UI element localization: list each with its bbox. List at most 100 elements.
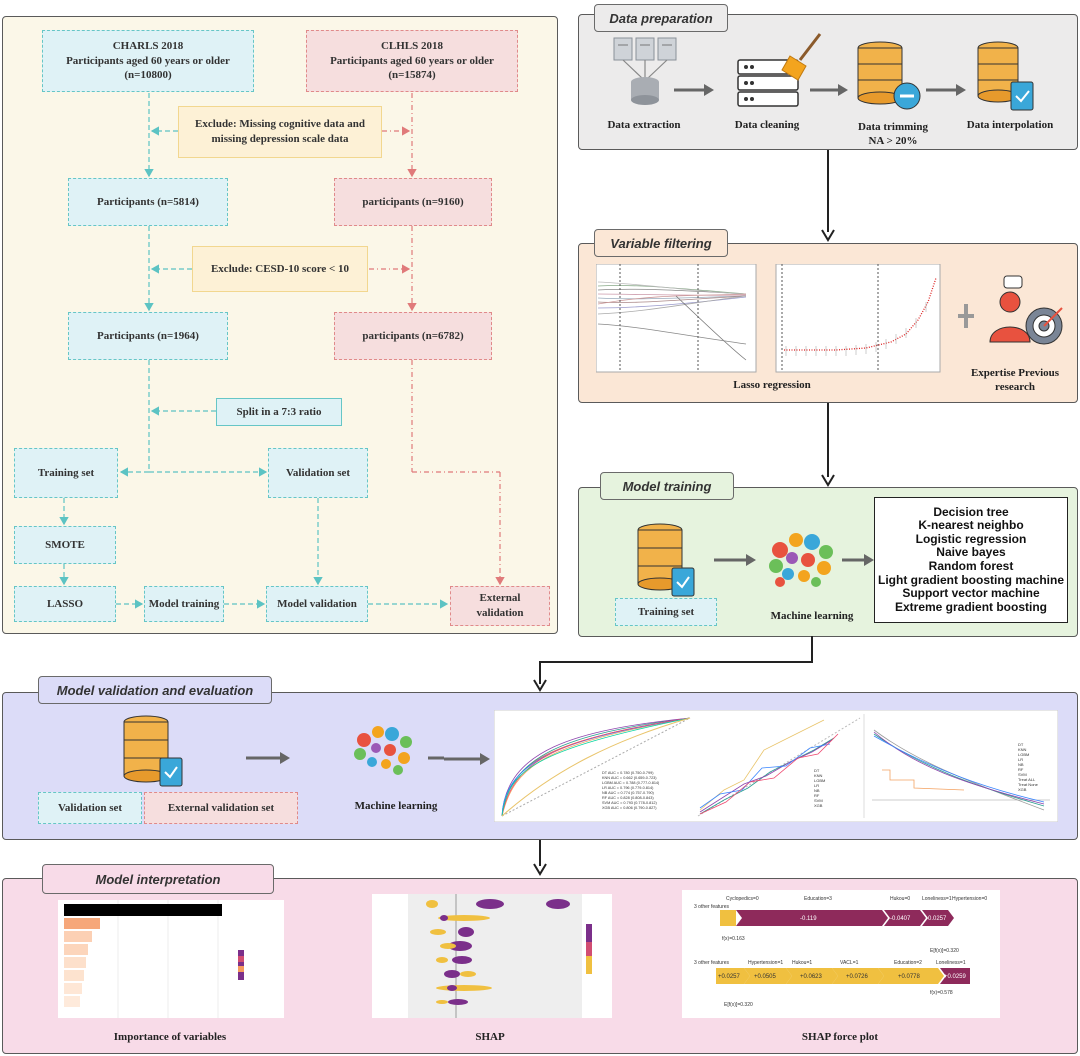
force-top-label-3: Hukou=0: [890, 896, 910, 902]
data-trimming-label: Data trimming: [858, 121, 928, 133]
data-interpolation-icon: [977, 41, 1034, 111]
roc-legend: DT AUC = 0.780 (0.750-0.799) KNN AUC = 0…: [602, 771, 660, 810]
validation-set-ml-box: Validation set: [38, 792, 142, 824]
flowchart-connectors: [59, 93, 505, 609]
machine-learning-brain-icon: [769, 533, 833, 587]
data-extraction-icon: [613, 37, 677, 105]
data-extraction-label: Data extraction: [607, 119, 681, 131]
method-2: K-nearest neighbo: [918, 518, 1024, 533]
roc-legend-5: RF AUC = 0.828 (0.808-0.843): [602, 796, 654, 800]
dca-legend-3: LR: [1018, 757, 1023, 762]
model-interpretation-tag: Model interpretation: [42, 864, 274, 894]
method-7: Support vector machine: [902, 586, 1040, 601]
expertise-label-line1: Expertise Previous: [970, 367, 1060, 379]
smote-box: SMOTE: [14, 526, 116, 564]
dca-legend-4: NB: [1018, 762, 1024, 767]
force-bottom-value-3: +0.0726: [846, 974, 869, 980]
methods-box: Decision tree K-nearest neighbo Logistic…: [874, 497, 1068, 623]
force-top-label-5: Hypertension=0: [952, 896, 987, 902]
data-interpolation-label: Data interpolation: [966, 119, 1054, 131]
importance-label: Importance of variables: [113, 1031, 227, 1043]
shap-force-label: SHAP force plot: [801, 1031, 879, 1043]
force-top-value-2: -0.0257: [926, 916, 947, 922]
validation-icons: [123, 715, 444, 787]
clhls-participants-2: participants (n=9160): [334, 178, 492, 226]
external-validation-line2: validation: [476, 607, 524, 619]
charls-box: CHARLS 2018 Participants aged 60 years o…: [42, 30, 254, 92]
dca-legend-1: KNN: [1018, 747, 1027, 752]
charls-title: CHARLS 2018: [112, 39, 184, 52]
variable-filtering-tag: Variable filtering: [594, 229, 728, 257]
model-validation-tag: Model validation and evaluation: [38, 676, 272, 704]
roc-legend-2: LGBM AUC = 0.788 (0.777-0.814): [602, 781, 660, 785]
force-bottom-efx: E[f(x)]=0.320: [724, 1002, 753, 1008]
validation-db-icon: [123, 715, 183, 787]
plus-and-expertise-icons: [958, 275, 1063, 345]
method-8: Extreme gradient boosting: [894, 599, 1048, 614]
clhls-title: CLHLS 2018: [380, 39, 444, 52]
force-top-efx: E[f(x)]=0.320: [930, 948, 959, 954]
exclude-box-1: Exclude: Missing cognitive data and miss…: [178, 106, 382, 158]
calib-legend-3: LR: [814, 783, 819, 788]
exclude1-line1: Exclude: Missing cognitive data and: [195, 118, 365, 131]
calib-legend-7: XGB: [814, 803, 823, 808]
data-cleaning-label: Data cleaning: [734, 119, 800, 131]
charls-participants-2: Participants (n=5814): [68, 178, 228, 226]
method-4: Naive bayes: [936, 545, 1006, 560]
external-validation-set-box: External validation set: [144, 792, 298, 824]
charls-line2: (n=10800): [124, 69, 172, 82]
calib-legend-4: NB: [814, 788, 820, 793]
clhls-line1: Participants aged 60 years or older: [330, 54, 494, 67]
lasso-plots: [596, 264, 941, 373]
training-to-validation-arrow: [533, 636, 813, 692]
exclude1-line2: missing depression scale data: [211, 133, 349, 145]
training-set-box: Training set: [14, 448, 118, 498]
roc-legend-1: KNN AUC = 0.662 (0.659-0.723): [602, 776, 657, 780]
charls-line1: Participants aged 60 years or older: [66, 54, 230, 67]
calib-legend-1: KNN: [814, 773, 823, 778]
force-bottom-fx: f(x)=0.578: [930, 990, 953, 996]
clhls-box: CLHLS 2018 Participants aged 60 years or…: [306, 30, 518, 92]
force-bottom-label-0: 3 other features: [694, 960, 730, 966]
training-set-ml-box: Training set: [615, 598, 717, 626]
dca-legend-9: XGB: [1018, 787, 1027, 792]
force-top-label-4: Loneliness=1: [922, 896, 952, 902]
lasso-regression-label: Lasso regression: [733, 379, 811, 391]
roc-legend-4: NB AUC = 0.774 (0.757-0.790): [602, 791, 655, 795]
roc-legend-0: DT AUC = 0.780 (0.750-0.799): [602, 771, 654, 775]
dca-legend-6: SVM: [1018, 772, 1027, 777]
force-top-fx: f(x)=0.163: [722, 936, 745, 942]
force-top-value-1: -0.0407: [890, 916, 911, 922]
training-db-icon: [637, 523, 695, 597]
force-bottom-label-2: Hukou=1: [792, 960, 812, 966]
exclude-box-2: Exclude: CESD-10 score < 10: [192, 246, 368, 292]
force-top-label-1: Cyclopedics=0: [726, 896, 759, 902]
dca-legend-2: LGBM: [1018, 752, 1029, 757]
roc-plot: DT AUC = 0.780 (0.750-0.799) KNN AUC = 0…: [501, 717, 691, 817]
calib-legend-2: LGBM: [814, 778, 825, 783]
calibration-plot: DT KNN LGBM LR NB RF SVM XGB: [697, 717, 861, 817]
external-validation-line1: External: [479, 592, 521, 605]
clhls-line2: (n=15874): [388, 69, 436, 82]
expertise-label-line2: research: [995, 381, 1035, 393]
force-bottom-value-1: +0.0505: [754, 974, 777, 980]
dca-legend-8: Treat None: [1018, 782, 1039, 787]
force-bottom-label-5: Loneliness=1: [936, 960, 966, 966]
evaluation-plots: DT AUC = 0.780 (0.750-0.799) KNN AUC = 0…: [494, 710, 1058, 822]
model-training-tag: Model training: [600, 472, 734, 500]
force-bottom-label-4: Education=2: [894, 960, 922, 966]
dca-legend-5: RF: [1018, 767, 1024, 772]
force-top-label-2: Education=3: [804, 896, 832, 902]
calib-legend-5: RF: [814, 793, 820, 798]
charls-participants-3: Participants (n=1964): [68, 312, 228, 360]
method-1: Decision tree: [933, 504, 1009, 519]
ml-to-plots-arrow: [444, 753, 490, 765]
shap-force-plot: 3 other features Cyclopedics=0 Education…: [682, 890, 1000, 1018]
dca-legend-0: DT: [1018, 742, 1024, 747]
shap-dots: [426, 899, 570, 1005]
validation-set-box: Validation set: [268, 448, 368, 498]
calibration-legend: DT KNN LGBM LR NB RF SVM XGB: [814, 768, 825, 808]
dca-legend-7: Treat ALL: [1018, 777, 1036, 782]
force-bottom-label-3: VACL=1: [840, 960, 859, 966]
data-prep-icons: [613, 33, 1034, 111]
